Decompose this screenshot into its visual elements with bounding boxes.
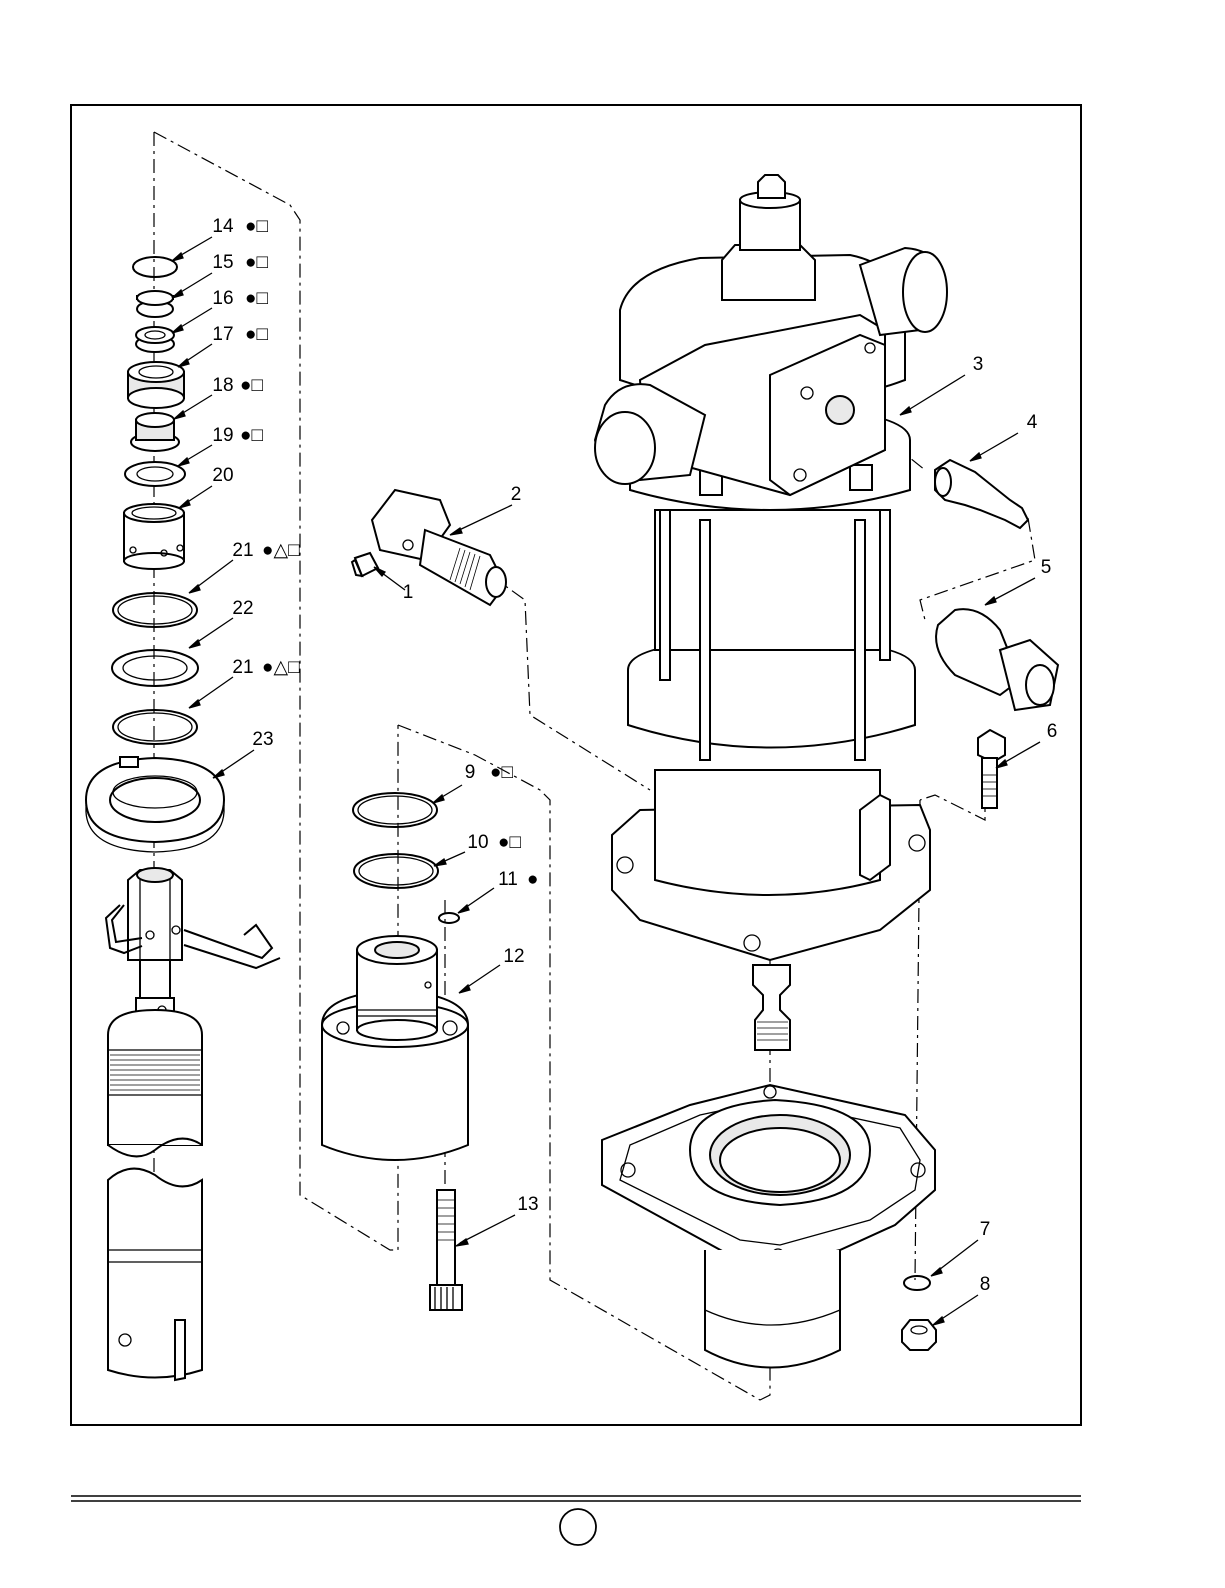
callout-kit-symbols: ●□: [240, 425, 263, 446]
callout-kit-symbols: ●□: [498, 832, 521, 853]
callout-kit-symbols: ●□: [245, 252, 268, 273]
mounting-base: [602, 1085, 935, 1368]
callout-number: 20: [212, 465, 233, 486]
callout-kit-symbols: ●□: [240, 375, 263, 396]
callout-number: 6: [1047, 721, 1058, 742]
callout-number: 2: [511, 484, 522, 505]
callout-kit-symbols: ●□: [490, 762, 513, 783]
callout-kit-symbols: ●△□: [262, 657, 300, 678]
callout-number: 13: [517, 1194, 538, 1215]
callout-number: 7: [980, 1219, 991, 1240]
callout-kit-symbols: ●□: [245, 216, 268, 237]
callout-number: 4: [1027, 412, 1038, 433]
callout-number: 15: [212, 252, 233, 273]
callout-number: 3: [973, 354, 984, 375]
adapter-fitting: [352, 490, 506, 605]
callout-number: 21: [232, 657, 253, 678]
fittings-and-fasteners: [902, 460, 1058, 1350]
callout-number: 19: [212, 425, 233, 446]
callout-kit-symbols: ●□: [245, 324, 268, 345]
callout-number: 17: [212, 324, 233, 345]
left-seal-stack: [86, 257, 224, 852]
callout-number: 12: [503, 946, 524, 967]
callout-number: 1: [403, 582, 414, 603]
callout-number: 5: [1041, 557, 1052, 578]
air-motor-assembly: [595, 175, 947, 1050]
page-number-badge: [560, 1509, 596, 1545]
callout-kit-symbols: ●: [527, 869, 538, 890]
callout-number: 16: [212, 288, 233, 309]
callout-number: 18: [212, 375, 233, 396]
piston-rod-assembly: [106, 868, 280, 1380]
seal-housing: [322, 793, 468, 1310]
callout-number: 22: [232, 598, 253, 619]
callout-number: 8: [980, 1274, 991, 1295]
callout-kit-symbols: ●△□: [262, 540, 300, 561]
callout-number: 10: [467, 832, 488, 853]
callout-kit-symbols: ●□: [245, 288, 268, 309]
callout-number: 21: [232, 540, 253, 561]
callout-number: 23: [252, 729, 273, 750]
callout-number: 14: [212, 216, 234, 237]
callout-number: 9: [465, 762, 476, 783]
callout-number: 11: [498, 869, 518, 890]
